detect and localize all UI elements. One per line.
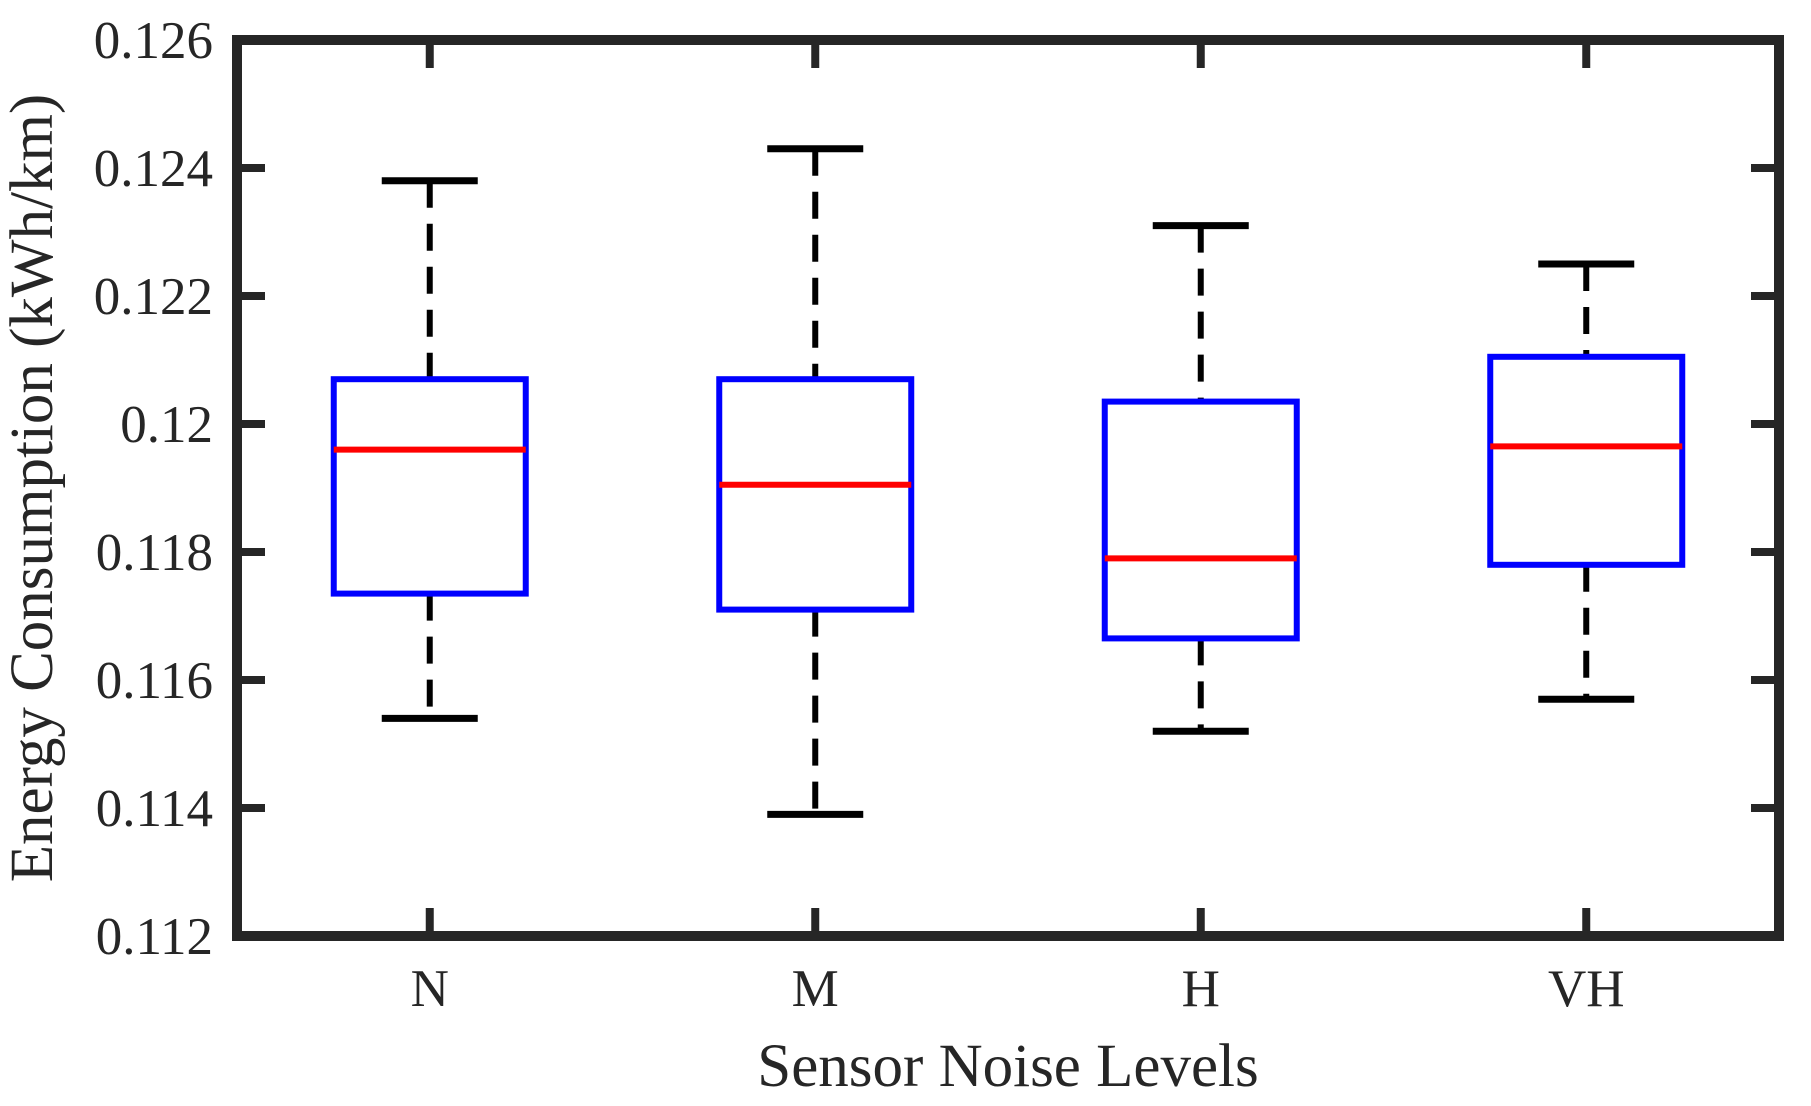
plot-area: 0.126 0.124 0.122 0.12 0.118 0.116 0.114 0.112N… bbox=[94, 12, 1784, 1018]
y-tick-label: 0.112 bbox=[96, 908, 213, 966]
y-tick-label: 0.118 bbox=[96, 524, 213, 582]
x-axis-title: Sensor Noise Levels bbox=[757, 1033, 1258, 1100]
y-axis-title: Energy Consumption (kWh/km) bbox=[0, 94, 66, 882]
axes-frame bbox=[232, 35, 1784, 941]
y-tick-label: 0.124 bbox=[94, 140, 213, 198]
box-M bbox=[716, 376, 915, 613]
y-tick-label: 0.12 bbox=[120, 396, 213, 454]
box-N bbox=[330, 376, 529, 597]
y-tick-label: 0.126 bbox=[94, 12, 213, 70]
box-VH bbox=[1487, 353, 1686, 568]
x-tick-label: N bbox=[411, 960, 449, 1018]
x-tick-label: VH bbox=[1548, 960, 1625, 1018]
y-tick-label: 0.114 bbox=[96, 780, 213, 838]
y-tick-label: 0.122 bbox=[94, 268, 213, 326]
box-H bbox=[1101, 398, 1300, 642]
x-tick-label: M bbox=[792, 960, 839, 1018]
y-tick-label: 0.116 bbox=[96, 652, 213, 710]
x-tick-label: H bbox=[1182, 960, 1220, 1018]
